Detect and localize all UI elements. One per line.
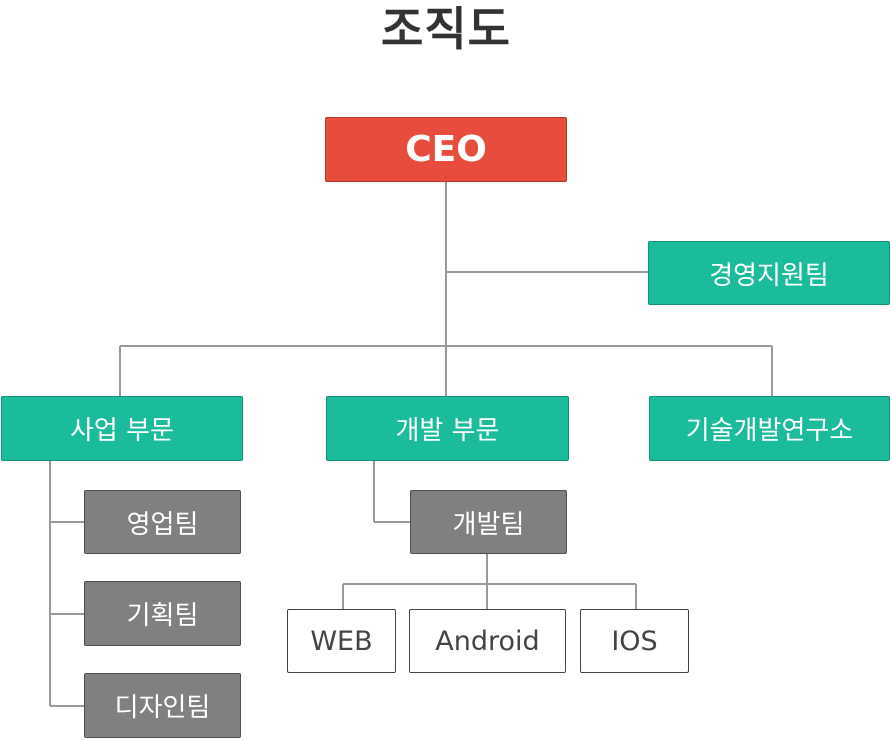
node-development-team: 개발팀 [410, 490, 567, 554]
node-planning-team: 기획팀 [84, 581, 241, 646]
node-sales-team: 영업팀 [84, 490, 241, 554]
node-design-team: 디자인팀 [84, 673, 241, 738]
node-management-support: 경영지원팀 [648, 241, 890, 305]
node-research-lab: 기술개발연구소 [649, 396, 890, 461]
node-ceo: CEO [325, 117, 567, 182]
node-business-division: 사업 부문 [1, 396, 243, 461]
node-ios: IOS [580, 609, 689, 673]
chart-title: 조직도 [381, 2, 511, 56]
node-web: WEB [287, 609, 396, 673]
node-development-division: 개발 부문 [326, 396, 569, 461]
node-android: Android [409, 609, 566, 673]
